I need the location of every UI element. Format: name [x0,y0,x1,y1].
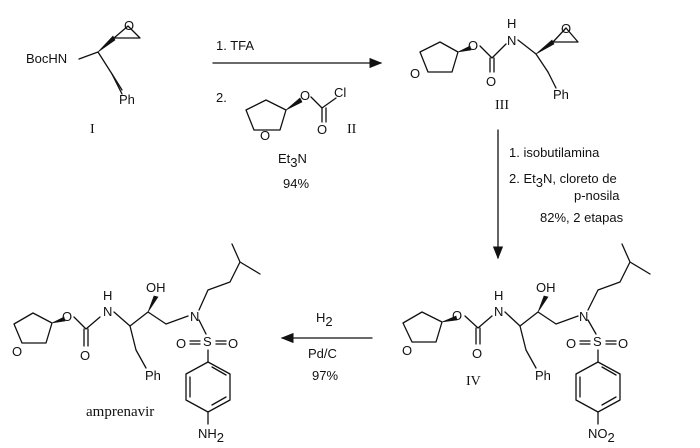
ester-oxygen-label: O [62,309,72,324]
carbonyl-oxygen-label: O [80,348,90,363]
phenyl-label: Ph [119,92,135,107]
epoxide-oxygen-label: O [561,21,571,36]
carbonyl-oxygen-label: O [317,122,327,137]
step3-reagent: H2 [316,310,333,329]
thf-oxygen-label: O [402,343,412,358]
phenyl-label: Ph [553,87,569,102]
step1-reagent-1: 1. TFA [216,38,254,53]
thf-oxygen-label: O [260,128,270,143]
arrow-step-2: 1. isobutilamina 2. Et3N, cloreto de p-n… [492,129,624,260]
step1-base: Et3N [278,151,307,170]
step2-reagent-1: 1. isobutilamina [509,145,600,160]
chloro-label: Cl [334,85,346,100]
ester-oxygen-label: O [468,38,478,53]
compound-I: BocHN O Ph I [26,18,141,137]
compound-IV-number: IV [466,374,481,389]
sulfur-label: S [593,334,602,349]
sulfonyl-oxygen-2-label: O [618,336,628,351]
compound-II-number: II [347,122,357,137]
step2-yield: 82%, 2 etapas [540,210,624,225]
compound-IV: O O O H N OH Ph N S O O NO2 IV [402,243,651,445]
amprenavir-name: amprenavir [86,404,154,420]
sulfur-label: S [203,334,212,349]
phenyl-label: Ph [145,368,161,383]
nh-hydrogen-label: H [494,288,503,303]
thf-oxygen-label: O [410,66,420,81]
step1-yield: 94% [283,176,309,191]
arrow-step-1: 1. TFA 2. O O O Cl II Et3N 94% [212,38,383,191]
carbonyl-oxygen-label: O [486,74,496,89]
ester-oxygen-label: O [300,88,310,103]
step2-reagent-2: 2. Et3N, cloreto de [509,171,617,190]
ester-oxygen-label: O [452,308,462,323]
phenyl-label: Ph [535,368,551,383]
sulfonamide-nitrogen-label: N [579,309,588,324]
sulfonyl-oxygen-1-label: O [566,336,576,351]
sulfonyl-oxygen-2-label: O [228,336,238,351]
bochn-label: BocHN [26,51,67,66]
amide-nitrogen-label: N [507,33,516,48]
sulfonyl-oxygen-1-label: O [176,336,186,351]
arrow-step-3: H2 Pd/C 97% [280,310,373,383]
amine-label: NH2 [198,426,224,445]
nitro-label: NO2 [588,426,615,445]
compound-amprenavir: O O O H N OH Ph N S O O NH2 amprenavir [12,243,261,445]
sulfonamide-nitrogen-label: N [190,309,199,324]
compound-II: O O O Cl II [245,85,357,143]
amide-nitrogen-label: N [494,304,503,319]
amide-nitrogen-label: N [103,304,112,319]
nh-hydrogen-label: H [507,16,516,31]
step3-yield: 97% [312,368,338,383]
compound-I-number: I [90,122,95,137]
step3-catalyst: Pd/C [308,346,337,361]
nh-hydrogen-label: H [103,288,112,303]
thf-oxygen-label: O [12,344,22,359]
carbonyl-oxygen-label: O [472,346,482,361]
epoxide-oxygen-label: O [124,18,134,33]
compound-III: O O O H N O Ph III [410,16,579,113]
step1-number-2: 2. [216,90,227,105]
hydroxyl-label: OH [536,280,556,295]
hydroxyl-label: OH [146,280,166,295]
step2-reagent-2b: p-nosila [574,188,620,203]
compound-III-number: III [495,98,509,113]
